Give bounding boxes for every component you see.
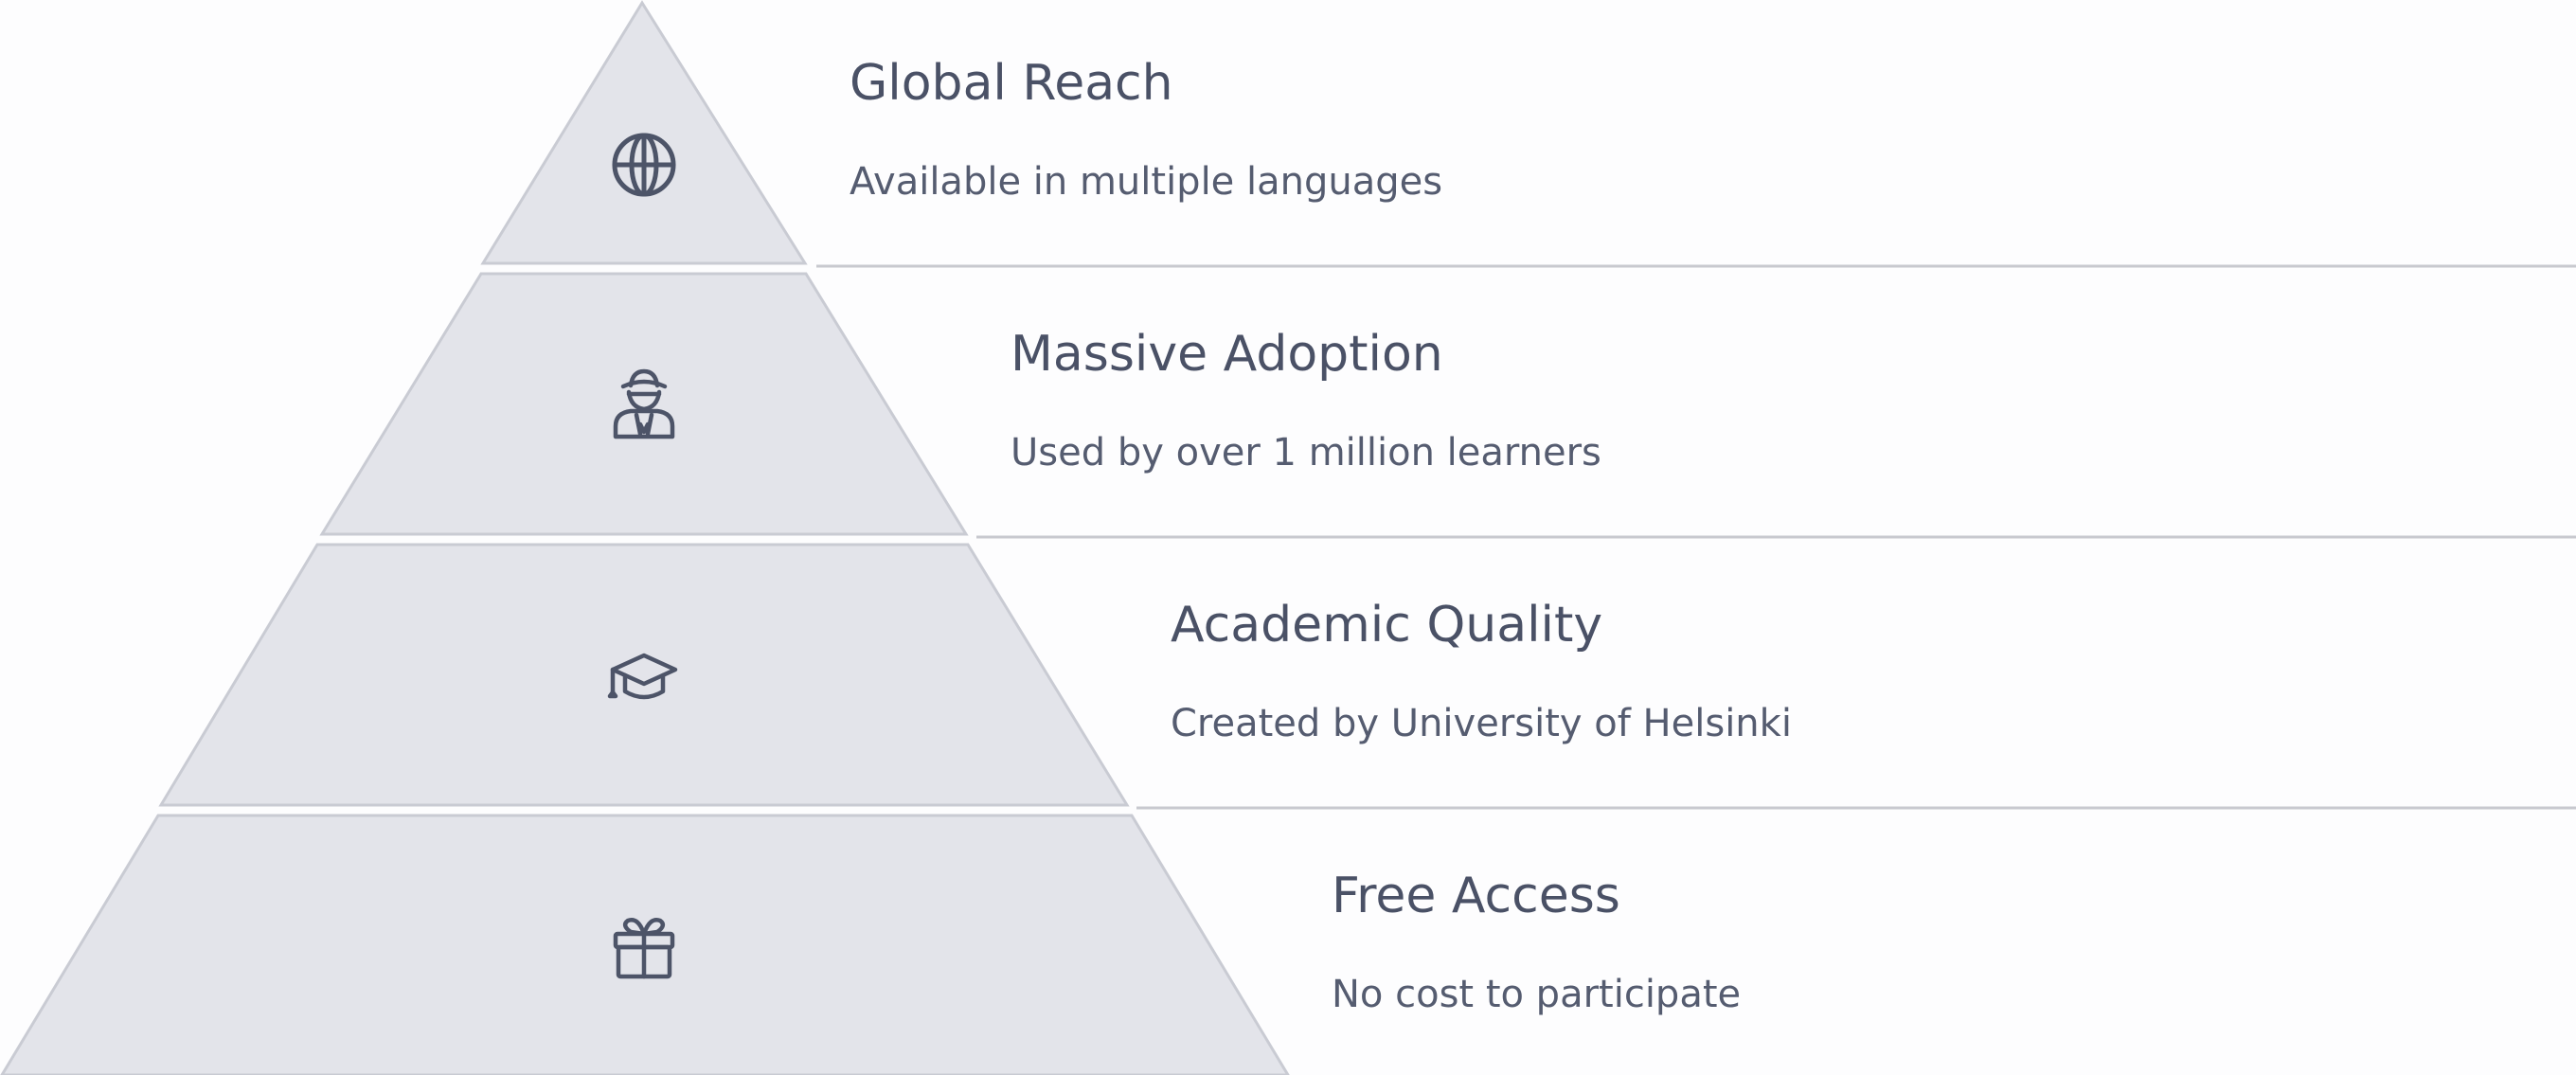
- globe-icon: [612, 133, 676, 197]
- tier-1-title: Global Reach: [850, 55, 1173, 112]
- pyramid-tier-2-shape: [319, 272, 969, 536]
- tier-4-title: Free Access: [1332, 868, 1620, 924]
- tier-3-title: Academic Quality: [1171, 597, 1603, 654]
- tier-3-description: Created by University of Helsinki: [1171, 702, 1792, 745]
- tier-4-description: No cost to participate: [1332, 973, 1742, 1016]
- gift-icon: [613, 918, 675, 979]
- tier-2-title: Massive Adoption: [1011, 326, 1443, 383]
- tier-2-description: Used by over 1 million learners: [1011, 431, 1601, 475]
- graduation-cap-icon: [607, 653, 678, 700]
- pyramid-tier-3-shape: [158, 543, 1130, 807]
- incognito-person-icon: [613, 368, 675, 439]
- tier-1-description: Available in multiple languages: [850, 160, 1443, 204]
